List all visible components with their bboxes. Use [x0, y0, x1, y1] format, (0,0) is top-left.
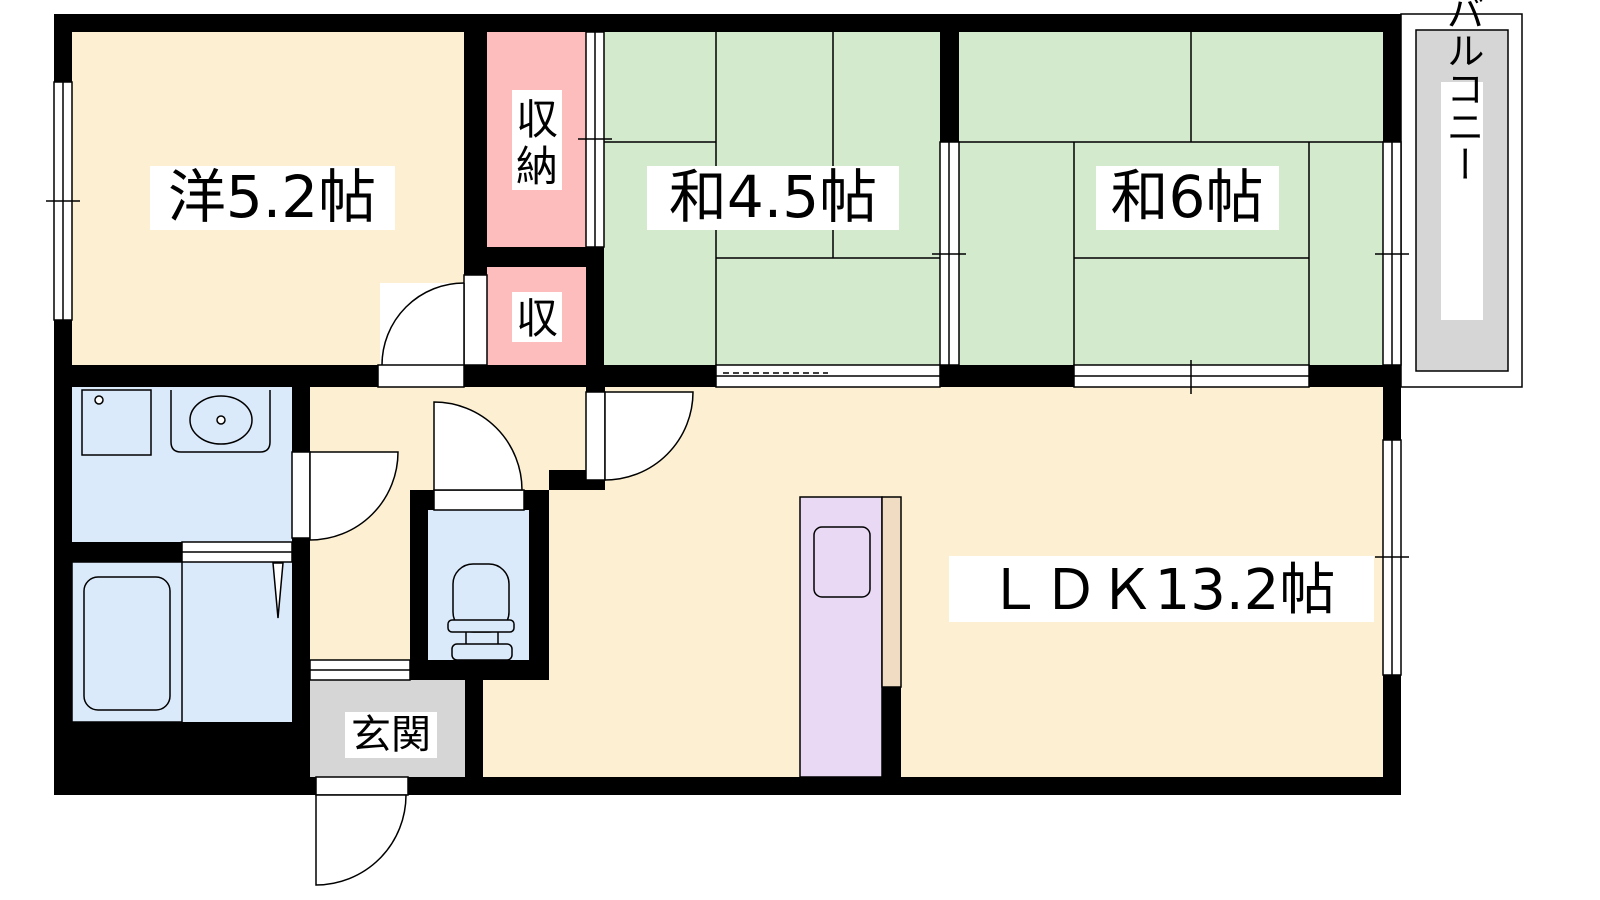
kitchen-sink-icon	[813, 526, 871, 598]
storage-large-label-line1: 収	[516, 95, 558, 144]
door-washroom	[291, 451, 399, 541]
storage-large-label-line2: 納	[516, 142, 558, 191]
wash-basin-icon	[170, 390, 271, 453]
label-bg	[949, 556, 1374, 622]
bathtub-icon	[71, 561, 183, 723]
label-bg	[512, 292, 562, 342]
label-storage-large: 収 納	[512, 90, 562, 191]
label-bg	[150, 166, 395, 230]
entrance-label: 玄関	[351, 712, 431, 758]
shower-icon	[272, 562, 284, 619]
door-ldk	[585, 391, 694, 481]
sliding-door-storage	[578, 31, 612, 248]
label-western-room: 洋5.2帖	[150, 163, 395, 231]
japanese-room-b-label: 和6帖	[1111, 163, 1264, 231]
washing-machine-space	[81, 389, 152, 456]
window-ldk-right	[1375, 439, 1409, 676]
label-bg	[647, 166, 899, 230]
window-japanese-b-right	[1375, 141, 1409, 366]
balcony-label-bg	[1441, 82, 1483, 320]
kitchen-backsplash	[881, 496, 902, 688]
sliding-door-japanese-b-bottom	[1073, 360, 1310, 394]
label-japanese-room-a: 和4.5帖	[647, 163, 899, 231]
label-japanese-room-b: 和6帖	[1096, 163, 1279, 231]
label-bg	[1096, 166, 1279, 230]
sliding-door-japanese-divider	[932, 141, 966, 366]
western-room-label: 洋5.2帖	[168, 163, 376, 231]
storage-small-label: 収	[516, 294, 558, 343]
entrance-step	[309, 659, 411, 681]
label-bg	[345, 712, 437, 758]
japanese-room-a-label: 和4.5帖	[669, 163, 877, 231]
ldk-label: ＬＤＫ13.2帖	[987, 558, 1336, 623]
balcony-label: バルコニー	[1440, 0, 1484, 183]
label-storage-small: 収	[512, 292, 562, 343]
sliding-door-japanese-a-bottom	[715, 364, 941, 388]
tatami-lines-b	[959, 32, 1383, 365]
label-bg	[512, 90, 562, 190]
sliding-door-bathroom	[181, 541, 293, 563]
label-entrance: 玄関	[345, 712, 437, 758]
window-western-left	[46, 81, 80, 321]
kitchen-wall-stub	[882, 687, 901, 777]
door-toilet	[433, 401, 525, 511]
label-ldk: ＬＤＫ13.2帖	[949, 556, 1374, 623]
door-western-room	[377, 274, 488, 388]
toilet-icon	[447, 563, 515, 661]
balcony: バルコニー	[1400, 0, 1523, 388]
door-entrance	[315, 776, 409, 886]
